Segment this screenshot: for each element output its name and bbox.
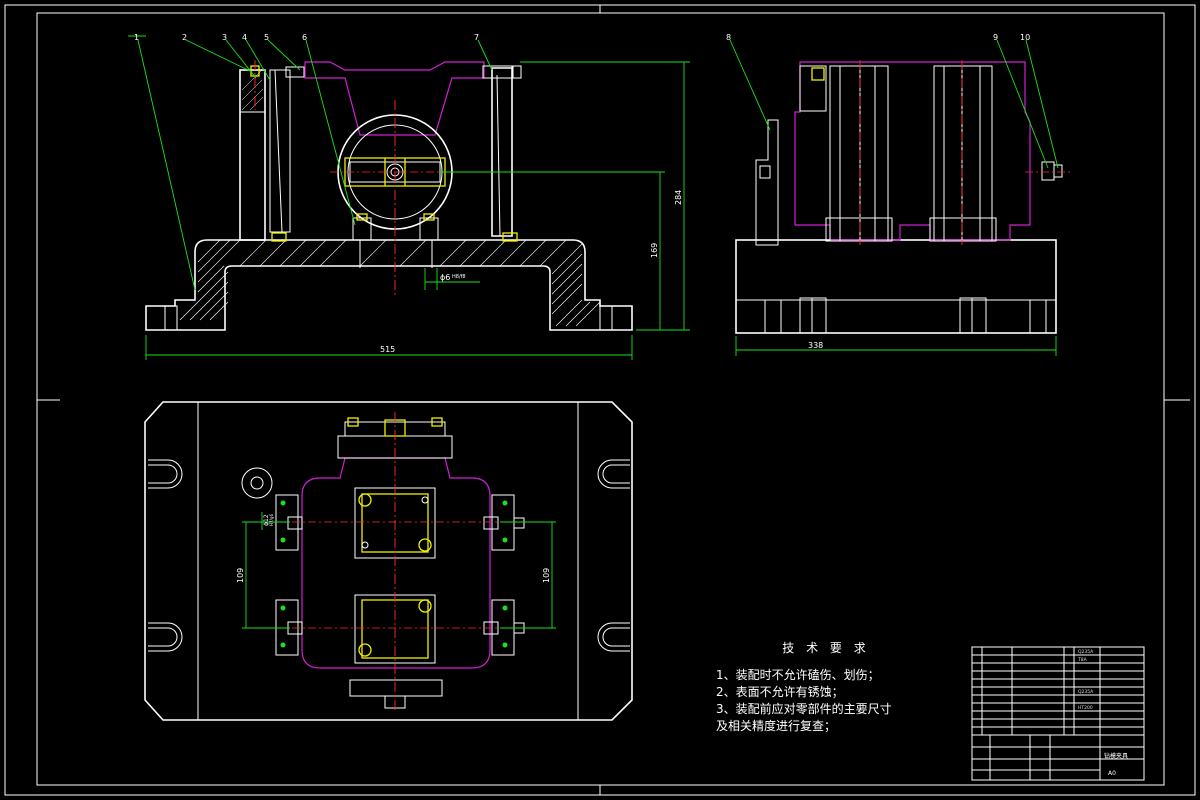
tech-line-4: 及相关精度进行复查； [716,719,837,733]
tech-title: 技 术 要 求 [782,641,870,655]
dim-overall-width: 515 [380,345,395,354]
dim-overall-height: 284 [674,190,683,205]
part-label-5: 5 [264,33,269,42]
tech-line-3: 3、装配前应对零部件的主要尺寸 [716,702,892,716]
material-2: T8A [1077,657,1088,663]
side-part-labels: 8 9 10 [726,33,1030,42]
front-dimensions [145,61,690,360]
part-label-9: 9 [993,33,998,42]
dim-left-spacing: 109 [236,568,245,583]
part-label-8: 8 [726,33,731,42]
part-label-10: 10 [1020,33,1030,42]
top-view [144,401,633,721]
front-view [128,35,690,360]
front-leaders [128,35,493,291]
front-part-labels: 1 2 3 4 5 6 7 [134,33,479,42]
title-block: Q235A T8A Q235A HT200 钻模夹具 A0 [971,646,1145,781]
technical-requirements: 技 术 要 求 1、装配时不允许磕伤、划伤； 2、表面不允许有锈蚀； 3、装配前… [716,640,916,735]
part-name: 钻模夹具 [1104,752,1128,760]
tech-line-2: 2、表面不允许有锈蚀； [716,685,844,699]
part-label-1: 1 [134,33,139,42]
dim-pin-fit: H7/g6 [269,514,274,526]
material-3: Q235A [1078,689,1094,695]
inner-border [36,12,1165,786]
section-hatch [179,239,601,327]
side-view [729,39,1072,356]
dim-side-width: 338 [808,341,823,350]
outer-border [4,4,1196,796]
dim-bore-dia: ϕ6 [440,273,450,282]
part-label-6: 6 [302,33,307,42]
material-1: Q235A [1078,649,1094,655]
dim-center-height: 169 [650,243,659,258]
dim-bore-fit: H8/f8 [452,274,466,280]
part-label-4: 4 [242,33,247,42]
part-label-3: 3 [222,33,227,42]
material-4: HT200 [1078,705,1093,711]
tech-line-1: 1、装配时不允许磕伤、划伤； [716,668,880,682]
dim-right-spacing: 109 [542,568,551,583]
part-label-7: 7 [474,33,479,42]
sheet-size: A0 [1108,770,1116,777]
dim-pin-dia: ϕ12 [263,514,270,526]
part-label-2: 2 [182,33,187,42]
